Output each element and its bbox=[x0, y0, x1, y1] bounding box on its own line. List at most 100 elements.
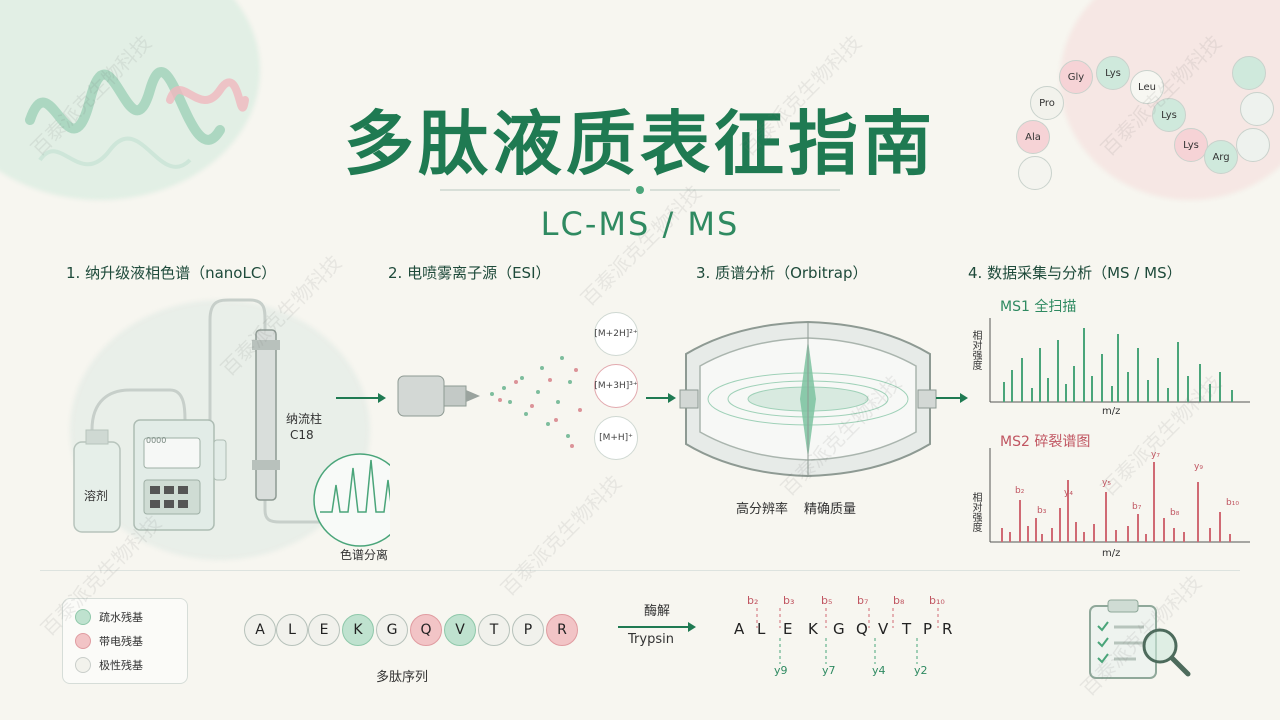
step-title-nanolc: 1. 纳升级液相色谱（nanoLC） bbox=[66, 264, 277, 282]
flow-arrow bbox=[646, 393, 676, 403]
b-ion-label: b₂ bbox=[747, 594, 759, 607]
residue: P bbox=[512, 614, 544, 646]
legend-dot bbox=[75, 657, 91, 673]
residue: T bbox=[478, 614, 510, 646]
page-title: 多肽液质表征指南 bbox=[344, 103, 936, 185]
chain-bead: Pro bbox=[1030, 86, 1064, 120]
b-ion-label: b₅ bbox=[821, 594, 833, 607]
sequence-label: 多肽序列 bbox=[376, 670, 429, 685]
ion-badge: [M+H]⁺ bbox=[594, 416, 638, 460]
fragment-residue: A bbox=[734, 620, 745, 638]
chain-bead: Ala bbox=[1016, 120, 1050, 154]
orbitrap-caption-mass: 精确质量 bbox=[804, 502, 857, 517]
clipboard-analysis-icon bbox=[1089, 599, 1191, 679]
chain-bead-decor bbox=[1018, 156, 1052, 190]
ms1-ylabel: 相对强度 bbox=[970, 330, 981, 370]
flow-arrow bbox=[936, 393, 968, 403]
fragment-residue: R bbox=[942, 620, 953, 638]
y-ion-label: y7 bbox=[822, 664, 836, 677]
b-ion-label: b₇ bbox=[857, 594, 869, 607]
legend-dot bbox=[75, 609, 91, 625]
ms2-peak-label: b₇ bbox=[1132, 502, 1142, 512]
fragment-residue: K bbox=[808, 620, 818, 638]
chain-bead: Lys bbox=[1152, 98, 1186, 132]
digest-arrow bbox=[618, 622, 696, 632]
column-label: 纳流柱 bbox=[286, 412, 323, 426]
chain-bead: Lys bbox=[1174, 128, 1208, 162]
b-ion-label: b₈ bbox=[893, 594, 905, 607]
ms1-title: MS1 全扫描 bbox=[1000, 299, 1077, 315]
step-title-esi: 2. 电喷雾离子源（ESI） bbox=[388, 264, 551, 282]
enzyme-label: Trypsin bbox=[628, 632, 674, 647]
chain-bead-decor bbox=[1240, 92, 1274, 126]
fragment-residue: G bbox=[833, 620, 845, 638]
fragment-cleavage-lines bbox=[756, 608, 939, 664]
legend-item-polar: 极性残基 bbox=[75, 657, 143, 673]
fragment-residue: V bbox=[878, 620, 889, 638]
chain-bead: Leu bbox=[1130, 70, 1164, 104]
page-subtitle: LC-MS / MS bbox=[540, 205, 740, 243]
ms1-spectrum bbox=[989, 318, 1250, 403]
legend-item-charged: 带电残基 bbox=[75, 633, 143, 649]
residue: R bbox=[546, 614, 578, 646]
ms2-peak-label: b₂ bbox=[1015, 486, 1025, 496]
ms2-peak-label: y₇ bbox=[1151, 450, 1160, 460]
ms1-xlabel: m/z bbox=[1102, 406, 1121, 417]
legend-dot bbox=[75, 633, 91, 649]
b-ion-label: b₃ bbox=[783, 594, 795, 607]
chain-bead: Arg bbox=[1204, 140, 1238, 174]
legend-item-hydrophobic: 疏水残基 bbox=[75, 609, 143, 625]
residue: G bbox=[376, 614, 408, 646]
column-type-label: C18 bbox=[290, 428, 314, 442]
residue: V bbox=[444, 614, 476, 646]
ms2-peak-label: b₈ bbox=[1170, 508, 1180, 518]
step-title-msms: 4. 数据采集与分析（MS / MS） bbox=[968, 264, 1182, 282]
residue: A bbox=[244, 614, 276, 646]
watermark: 百泰派克生物科技 bbox=[496, 470, 627, 601]
ms2-peak-label: y₄ bbox=[1064, 488, 1073, 498]
residue-legend: 疏水残基 带电残基 极性残基 bbox=[62, 598, 188, 684]
orbitrap-caption-resolution: 高分辨率 bbox=[736, 502, 789, 517]
fragment-residue: L bbox=[757, 620, 766, 638]
nanolc-illustration bbox=[73, 298, 390, 547]
ms2-ylabel: 相对强度 bbox=[970, 492, 981, 532]
residue: E bbox=[308, 614, 340, 646]
ms2-spectrum bbox=[989, 448, 1250, 543]
chain-bead: Lys bbox=[1096, 56, 1130, 90]
ms2-peak-label: y₉ bbox=[1194, 462, 1203, 472]
flow-arrow bbox=[336, 393, 386, 403]
pump-badge: 0000 bbox=[146, 436, 167, 445]
fragment-residue: P bbox=[923, 620, 933, 638]
title-divider bbox=[440, 186, 840, 194]
solvent-label: 溶剂 bbox=[84, 489, 109, 503]
residue: Q bbox=[410, 614, 442, 646]
digest-label: 酶解 bbox=[644, 604, 671, 619]
protein-ribbon-illustration bbox=[25, 67, 249, 169]
legend-label: 带电残基 bbox=[99, 635, 143, 648]
residue: K bbox=[342, 614, 374, 646]
legend-label: 疏水残基 bbox=[99, 611, 143, 624]
ion-badge: [M+3H]³⁺ bbox=[594, 364, 638, 408]
step-title-orbitrap: 3. 质谱分析（Orbitrap） bbox=[696, 264, 868, 282]
chain-bead-decor bbox=[1232, 56, 1266, 90]
esi-source-illustration bbox=[397, 356, 582, 448]
ms2-peak-label: y₅ bbox=[1102, 478, 1111, 488]
ms2-peak-label: b₁₀ bbox=[1226, 498, 1239, 508]
residue: L bbox=[276, 614, 308, 646]
b-ion-label: b₁₀ bbox=[929, 594, 945, 607]
section-divider bbox=[40, 570, 1240, 571]
y-ion-label: y2 bbox=[914, 664, 928, 677]
separation-label: 色谱分离 bbox=[340, 548, 389, 562]
ion-badge: [M+2H]²⁺ bbox=[594, 312, 638, 356]
fragment-residue: Q bbox=[856, 620, 868, 638]
fragment-residue: E bbox=[783, 620, 793, 638]
chain-bead: Gly bbox=[1059, 60, 1093, 94]
legend-label: 极性残基 bbox=[99, 659, 143, 672]
ms2-peak-label: b₃ bbox=[1037, 506, 1047, 516]
fragment-residue: T bbox=[902, 620, 912, 638]
ms2-title: MS2 碎裂谱图 bbox=[1000, 434, 1091, 450]
y-ion-label: y9 bbox=[774, 664, 788, 677]
chain-bead-decor bbox=[1236, 128, 1270, 162]
ms2-xlabel: m/z bbox=[1102, 548, 1121, 559]
orbitrap-illustration bbox=[679, 320, 937, 478]
